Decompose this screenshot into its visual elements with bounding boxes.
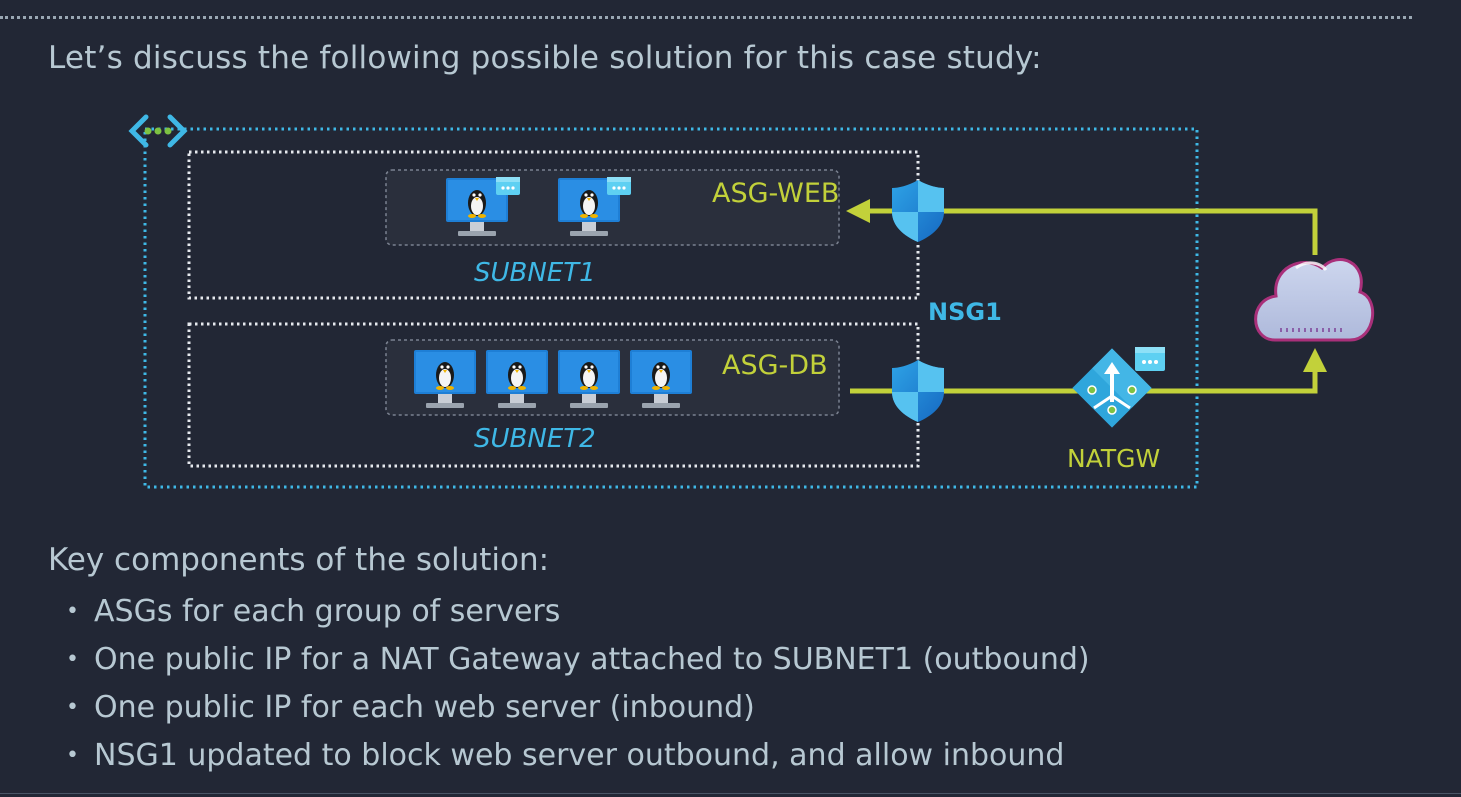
vm-badge-icon — [496, 177, 520, 195]
asg-web-label: ASG-WEB — [712, 178, 839, 209]
network-diagram: ASG-WEB ASG-DB SUBNET1 SUBNET2 NSG1 NATG… — [128, 114, 1375, 489]
nat-badge-icon — [1135, 347, 1165, 371]
nat-gateway-icon — [1072, 348, 1152, 428]
nsg-shield-icon — [892, 360, 944, 422]
inbound-arrowhead — [846, 199, 870, 223]
list-item: •One public IP for each web server (inbo… — [66, 688, 1090, 736]
nsg1-label: NSG1 — [928, 298, 1002, 326]
bullet-icon: • — [66, 647, 79, 672]
vm-badge-icon — [607, 177, 631, 195]
bullet-icon: • — [66, 743, 79, 768]
top-divider — [0, 16, 1412, 19]
natgw-label: NATGW — [1067, 444, 1160, 473]
subnet1-label: SUBNET1 — [474, 258, 596, 288]
internet-cloud-icon — [1254, 258, 1375, 342]
key-components-title: Key components of the solution: — [48, 542, 550, 578]
list-item: •ASGs for each group of servers — [66, 592, 1090, 640]
bullet-icon: • — [66, 599, 79, 624]
list-item: •NSG1 updated to block web server outbou… — [66, 736, 1090, 784]
bullet-icon: • — [66, 695, 79, 720]
inbound-path — [868, 208, 1318, 255]
key-components-list: •ASGs for each group of servers •One pub… — [66, 592, 1090, 784]
subnet2-label: SUBNET2 — [474, 424, 596, 454]
asg-db-label: ASG-DB — [722, 350, 828, 381]
list-item: •One public IP for a NAT Gateway attache… — [66, 640, 1090, 688]
nsg-shield-icon — [892, 180, 944, 242]
outbound-path — [850, 372, 1318, 394]
vnet-icon — [128, 114, 188, 148]
outbound-arrowhead — [1303, 348, 1327, 372]
bottom-divider — [0, 793, 1461, 794]
vnet-boundary — [143, 127, 1199, 489]
intro-text: Let’s discuss the following possible sol… — [48, 40, 1042, 76]
